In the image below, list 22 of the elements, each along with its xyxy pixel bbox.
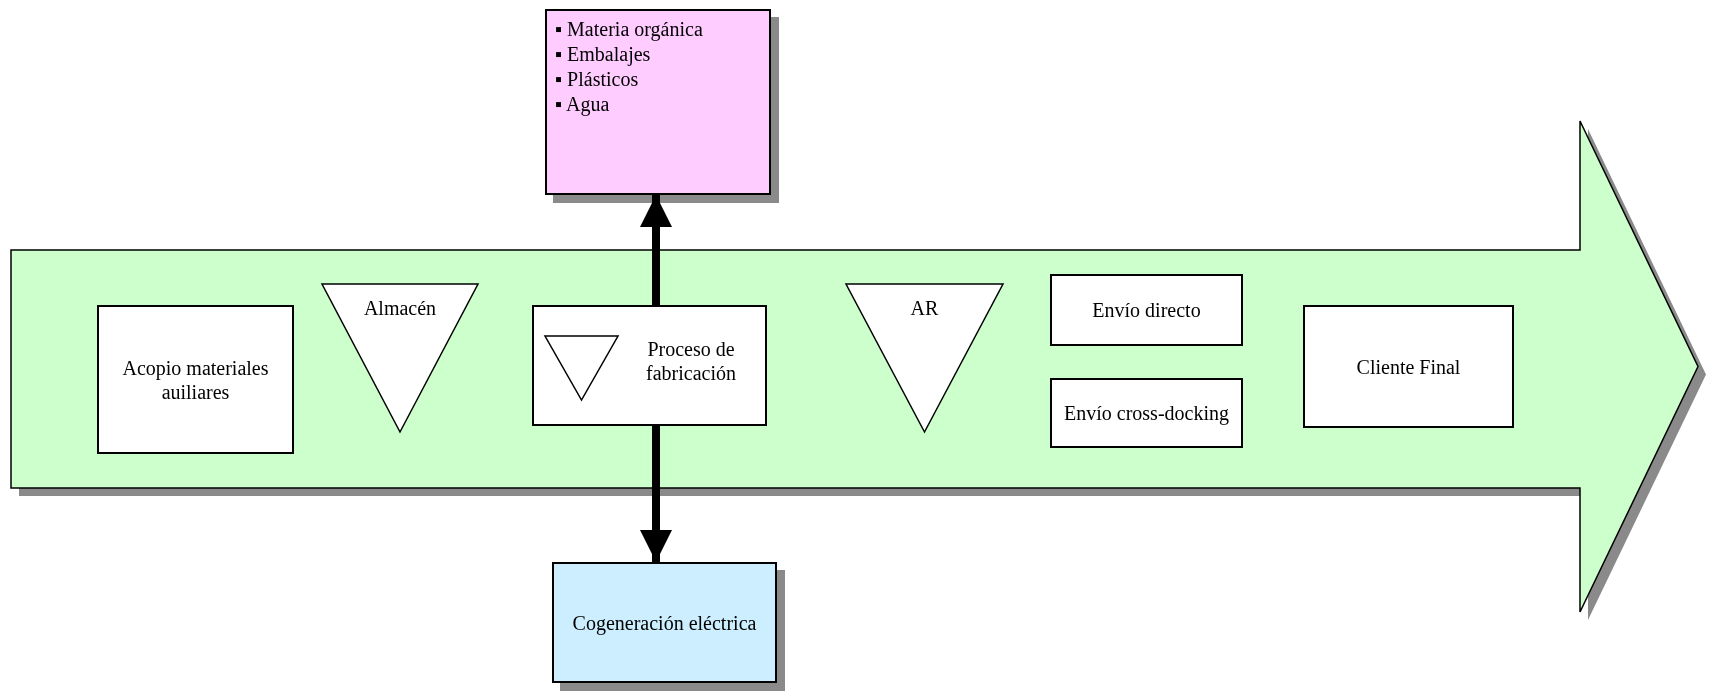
inventory-triangle (321, 283, 479, 433)
process-box (532, 305, 767, 426)
inventory-triangle (544, 335, 619, 401)
list-item: ▪ Plásticos (555, 67, 640, 92)
node-label: Envío directo (1092, 298, 1201, 322)
node-label: Almacén (362, 297, 438, 320)
list-item: ▪ Embalajes (555, 42, 652, 67)
node-label: Cogeneración eléctrica (572, 610, 757, 635)
list-item: ▪ Agua (555, 92, 611, 117)
process-box (1050, 378, 1243, 448)
node-label: Cliente Final (1356, 354, 1461, 379)
node-label: AR (909, 297, 940, 320)
node-label: Proceso de fabricación (645, 337, 737, 385)
process-box (97, 305, 294, 454)
process-box (1303, 305, 1514, 428)
node-label: Acopio materiales auiliares (121, 355, 270, 404)
list-item: ▪ Materia orgánica (555, 17, 703, 42)
inventory-triangle (845, 283, 1004, 433)
arrow (640, 195, 672, 305)
node-label: Envío cross-docking (1064, 401, 1229, 425)
process-box (1050, 274, 1243, 346)
arrow (640, 426, 672, 562)
